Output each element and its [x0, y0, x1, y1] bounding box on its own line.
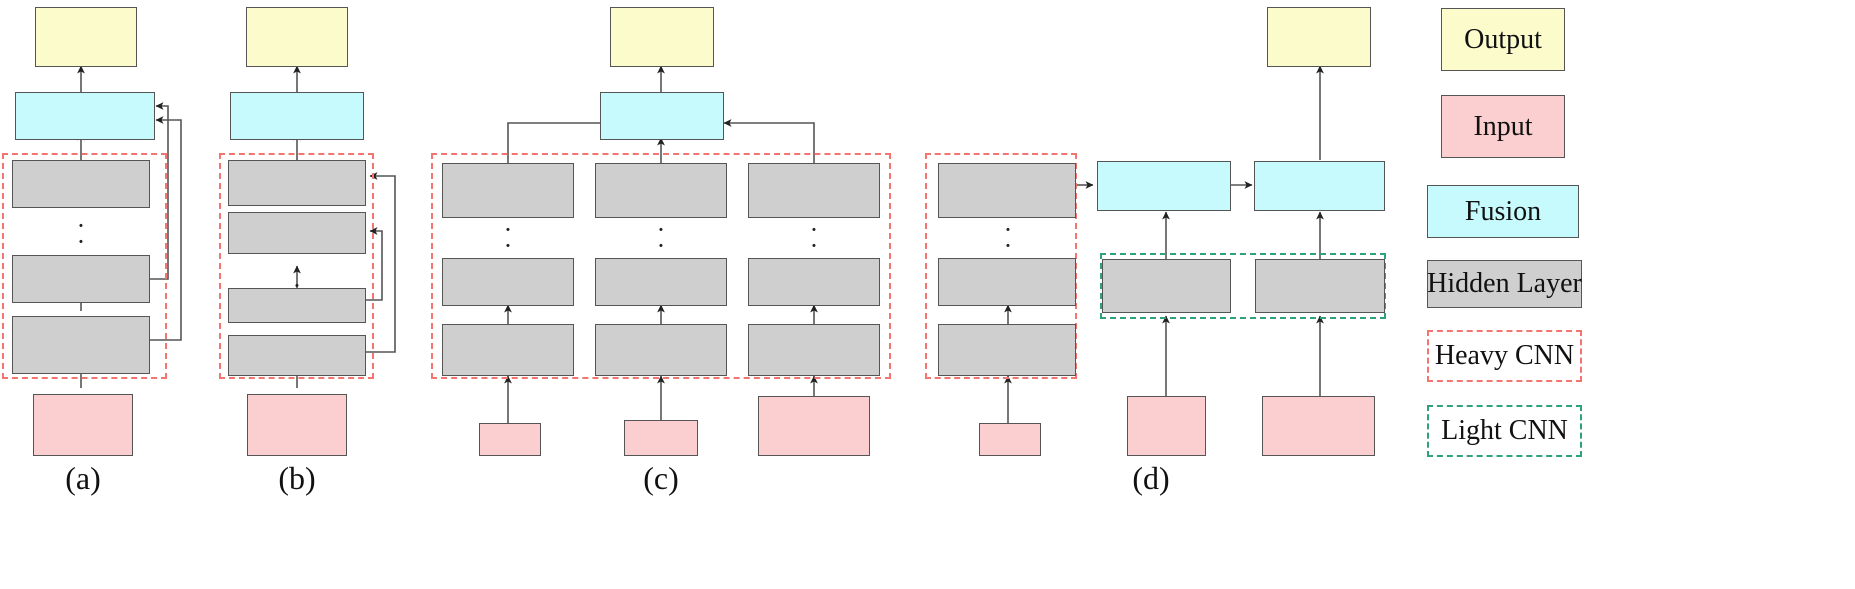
- panel-c-label: (c): [643, 460, 679, 496]
- panel-b-label: (b): [278, 460, 316, 496]
- panel-a-hidden-layer-1[interactable]: [12, 316, 150, 374]
- legend-item-input: Input: [1441, 95, 1565, 158]
- panel-d-label: (d): [1132, 460, 1170, 496]
- panel-b-ellipsis: ··: [292, 255, 302, 300]
- panel-a-hidden-layer-3[interactable]: [12, 160, 150, 208]
- panel-d-light-cnn-group: [1100, 253, 1386, 319]
- panel-c-col3-hidden-3[interactable]: [748, 163, 880, 218]
- panel-c-col1-hidden-3[interactable]: [442, 163, 574, 218]
- panel-d-input-2[interactable]: [1127, 396, 1206, 456]
- panel-c-col2-ellipsis: ··: [656, 215, 666, 260]
- panel-c-input-2[interactable]: [624, 420, 698, 456]
- panel-d-heavy-hidden-1[interactable]: [938, 324, 1076, 376]
- panel-b-hidden-layer-3[interactable]: [228, 212, 366, 254]
- panel-d-heavy-ellipsis: ··: [1003, 215, 1013, 260]
- panel-d-input-1[interactable]: [979, 423, 1041, 456]
- panel-b-input-box[interactable]: [247, 394, 347, 456]
- panel-c-col1-ellipsis: ··: [503, 215, 513, 260]
- panel-c-heavy-cnn-group: [431, 153, 891, 379]
- panel-d-heavy-hidden-2[interactable]: [938, 258, 1076, 306]
- panel-c-col3-ellipsis: ··: [809, 215, 819, 260]
- panel-c-col1-hidden-1[interactable]: [442, 324, 574, 376]
- panel-c-col1-hidden-2[interactable]: [442, 258, 574, 306]
- panel-a-heavy-cnn-group: [2, 153, 167, 379]
- panel-b-output-box[interactable]: [246, 7, 348, 67]
- panel-a-output-box[interactable]: [35, 7, 137, 67]
- panel-c-input-1[interactable]: [479, 423, 541, 456]
- legend-item-light-cnn: Light CNN: [1427, 405, 1582, 457]
- panel-b-hidden-layer-1[interactable]: [228, 335, 366, 376]
- legend-item-fusion: Fusion: [1427, 185, 1579, 238]
- panel-c-output-box[interactable]: [610, 7, 714, 67]
- panel-d-light-hidden-1[interactable]: [1102, 259, 1231, 313]
- panel-d-output-box[interactable]: [1267, 7, 1371, 67]
- panel-d-light-hidden-2[interactable]: [1255, 259, 1385, 313]
- legend-item-hidden-layer: Hidden Layer: [1427, 260, 1582, 308]
- panel-c-col2-hidden-2[interactable]: [595, 258, 727, 306]
- panel-d-heavy-cnn-group: [925, 153, 1077, 379]
- panel-c-col3-hidden-1[interactable]: [748, 324, 880, 376]
- legend-item-output: Output: [1441, 8, 1565, 71]
- panel-b-hidden-layer-2[interactable]: [228, 288, 366, 323]
- panel-b-hidden-layer-4[interactable]: [228, 160, 366, 206]
- panel-b-heavy-cnn-group: [219, 153, 374, 379]
- panel-b-fusion-box[interactable]: [230, 92, 364, 140]
- panel-c-col2-hidden-3[interactable]: [595, 163, 727, 218]
- panel-a-ellipsis: ··: [76, 211, 86, 256]
- legend-item-heavy-cnn: Heavy CNN: [1427, 330, 1582, 382]
- panel-c-col3-hidden-2[interactable]: [748, 258, 880, 306]
- panel-d-heavy-hidden-3[interactable]: [938, 163, 1076, 218]
- panel-c-input-3[interactable]: [758, 396, 870, 456]
- panel-d-fusion-box-1[interactable]: [1097, 161, 1231, 211]
- panel-a-input-box[interactable]: [33, 394, 133, 456]
- panel-a-fusion-box[interactable]: [15, 92, 155, 140]
- panel-d-fusion-box-2[interactable]: [1254, 161, 1385, 211]
- panel-a-hidden-layer-2[interactable]: [12, 255, 150, 303]
- panel-d-input-3[interactable]: [1262, 396, 1375, 456]
- panel-c-fusion-box[interactable]: [600, 92, 724, 140]
- panel-c-col2-hidden-1[interactable]: [595, 324, 727, 376]
- panel-a-label: (a): [65, 460, 101, 496]
